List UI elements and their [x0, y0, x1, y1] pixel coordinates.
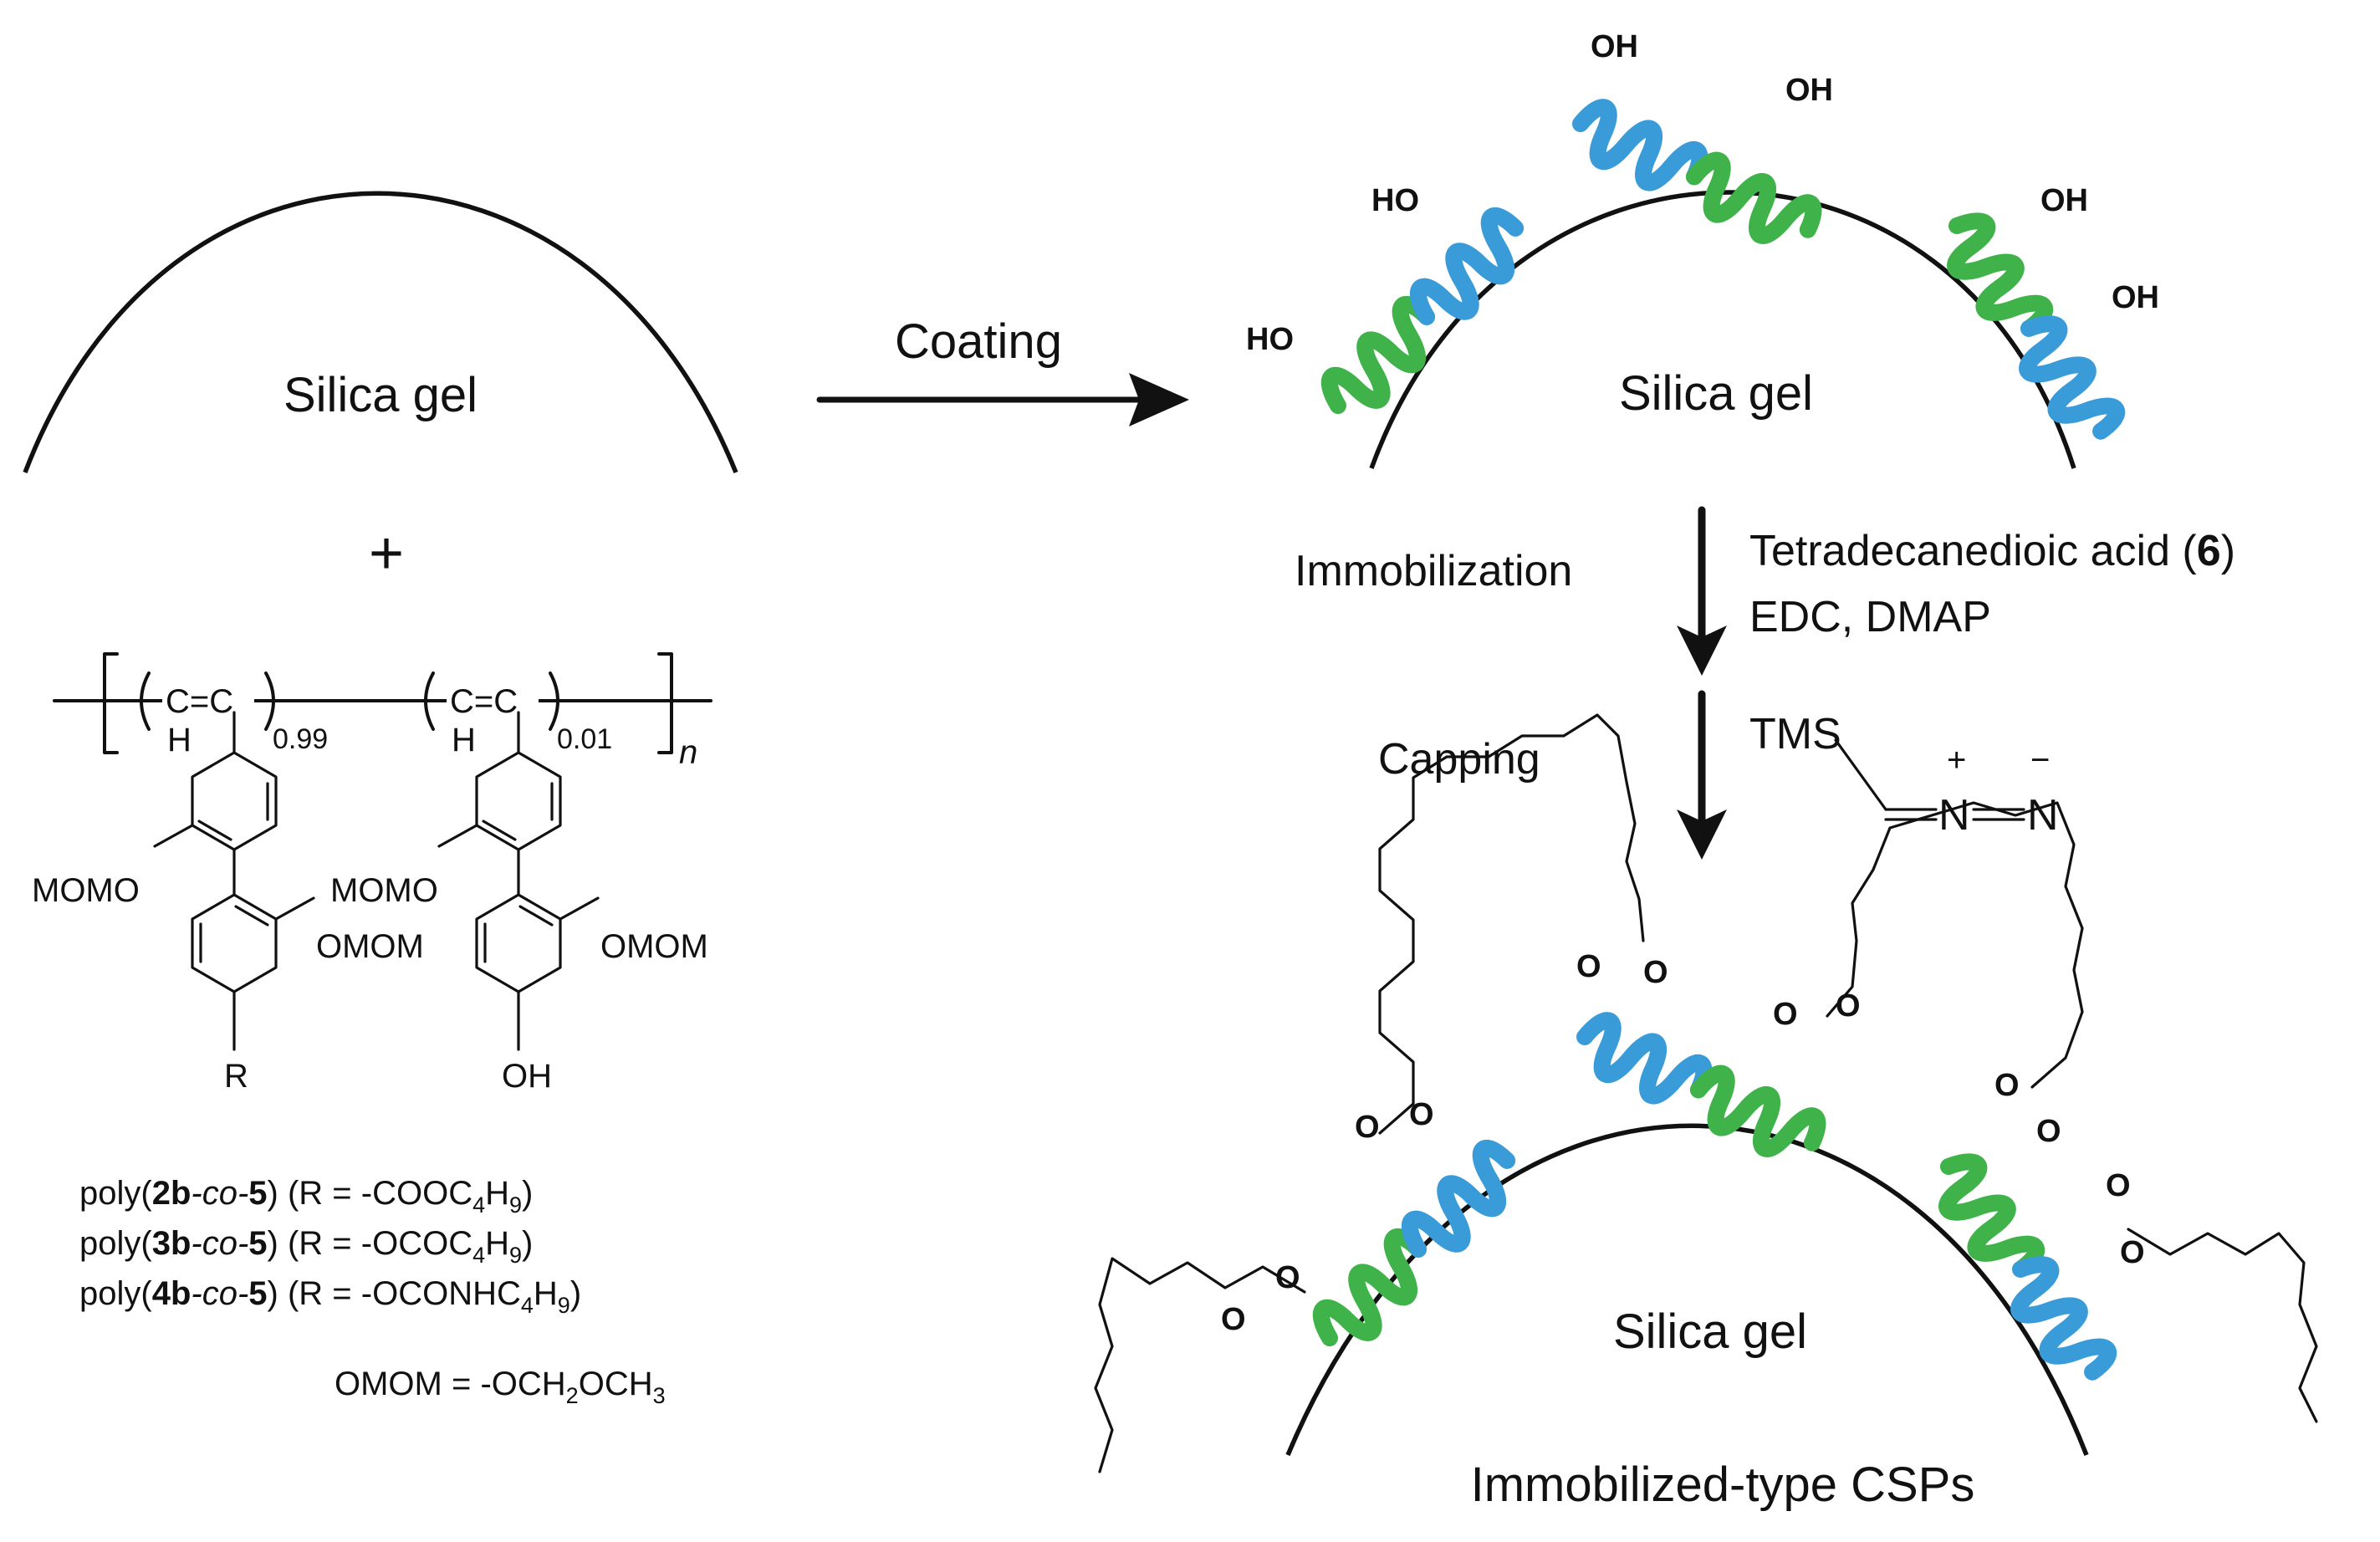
cap-o-left-carbonyl: O	[1221, 1302, 1246, 1337]
polymer-structure: n C=C H 0.99 C=C H 0.01 MOMO OMOM R	[32, 652, 712, 1095]
immobilization-arrow-head	[1677, 625, 1727, 676]
plus-charge: +	[1947, 742, 1966, 779]
c-n-double-bond	[1884, 808, 1938, 821]
ester-o-top-link: O	[1576, 949, 1601, 984]
capping-label: Capping	[1378, 735, 1540, 784]
helix-coated-top	[1570, 101, 1818, 253]
tms-bond	[1834, 738, 1887, 811]
silica-arc	[23, 191, 738, 474]
coated-silica-label: Silica gel	[1619, 366, 1813, 421]
paren-left-2	[424, 671, 435, 731]
upper-ring-1	[191, 751, 278, 851]
reagent-line-2: EDC, DMAP	[1749, 593, 1991, 641]
ester-o-right-link: O	[2036, 1114, 2061, 1149]
unit2-cc: C=C	[450, 683, 518, 720]
coating-step: Coating	[816, 314, 1189, 426]
compound-3b: poly(3b-co-5) (R = -OCOC4H9)	[79, 1225, 533, 1268]
silica-gel-label: Silica gel	[283, 368, 478, 422]
crosslink-chain-right	[1826, 801, 2084, 1089]
momo-1: MOMO	[32, 872, 140, 909]
omom-definition: OMOM = -OCH2OCH3	[335, 1366, 666, 1408]
immobilization-step: Immobilization Tetradecanedioic acid (6)…	[1295, 506, 2235, 676]
coated-silica-arc	[1369, 190, 2076, 469]
ester-o-top-right-link: O	[1773, 997, 1798, 1032]
helix-coated-left	[1320, 211, 1534, 424]
omom-2: OMOM	[600, 928, 708, 965]
compound-2b: poly(2b-co-5) (R = -COOC4H9)	[79, 1175, 533, 1218]
immobilization-label: Immobilization	[1295, 547, 1572, 595]
left-silica-particle: Silica gel	[23, 191, 738, 474]
capping-arrow-head	[1677, 809, 1727, 860]
helix-immob-left	[1312, 1143, 1525, 1356]
unit1-h: H	[167, 722, 192, 758]
momo-bond-1	[153, 824, 194, 848]
oh-group: OH	[502, 1058, 552, 1095]
outer-bracket-left	[103, 652, 119, 754]
omom-1: OMOM	[316, 928, 424, 965]
minus-charge: −	[2030, 742, 2050, 779]
unit2-h: H	[452, 722, 476, 758]
coated-silica: Silica gel HO HO OH OH OH OH	[1246, 29, 2159, 469]
cap-chain-left	[1094, 1257, 1306, 1473]
n-plus-atom: N	[1938, 791, 1970, 840]
ester-o-top-carbonyl: O	[1643, 955, 1668, 990]
ester-o-left-link: O	[1409, 1097, 1434, 1132]
reagent-line-1: Tetradecanedioic acid (6)	[1749, 527, 2235, 575]
coating-arrow-head	[1129, 373, 1189, 426]
unit1-fraction: 0.99	[273, 723, 328, 755]
unit2-fraction: 0.01	[557, 723, 612, 755]
helix-immob-top	[1574, 1014, 1822, 1166]
plus-sign: +	[369, 520, 404, 587]
oh-top-right: OH	[1785, 73, 1833, 108]
upper-ring-2	[475, 751, 562, 851]
outer-bracket-right	[657, 652, 673, 754]
unit1-cc: C=C	[166, 683, 233, 720]
helix-immob-right	[1928, 1152, 2112, 1386]
compound-list: poly(2b-co-5) (R = -COOC4H9) poly(3b-co-…	[79, 1175, 666, 1408]
momo-2: MOMO	[330, 872, 438, 909]
lower-ring-2	[475, 893, 562, 993]
immobilized-silica-label: Silica gel	[1613, 1305, 1807, 1359]
cap-chain-right	[2127, 1228, 2318, 1423]
paren-right-2	[549, 671, 559, 731]
r-group: R	[224, 1058, 248, 1095]
oh-right-upper: OH	[2040, 183, 2088, 218]
oh-top-left: OH	[1591, 29, 1638, 64]
paren-left-1	[140, 671, 151, 731]
lower-ring-1	[191, 893, 278, 993]
immobilized-silica: Silica gel O O O O O O O O O O O O Immob…	[1094, 713, 2318, 1512]
ester-o-right-carbonyl: O	[1994, 1068, 2020, 1103]
cap-o-left-link: O	[1275, 1260, 1300, 1295]
paren-right-1	[264, 671, 275, 731]
ester-o-left-carbonyl: O	[1355, 1110, 1380, 1145]
repeat-n: n	[679, 734, 697, 771]
ho-left-lower: HO	[1246, 322, 1294, 357]
ester-o-top-right-carbonyl: O	[1836, 988, 1861, 1024]
tms-label: TMS	[1749, 710, 1841, 758]
cap-o-right-carbonyl: O	[2106, 1168, 2131, 1203]
crosslink-chain-left	[1378, 713, 1645, 1135]
n-minus-atom: N	[2027, 791, 2059, 840]
immobilized-caption: Immobilized-type CSPs	[1471, 1458, 1975, 1512]
coating-label: Coating	[895, 314, 1062, 369]
ho-left-upper: HO	[1371, 183, 1419, 218]
compound-4b: poly(4b-co-5) (R = -OCONHC4H9)	[79, 1275, 581, 1318]
cap-o-right-link: O	[2120, 1235, 2145, 1270]
helix-coated-right	[1936, 212, 2121, 446]
capping-step: Capping TMS N + N −	[1378, 690, 2059, 860]
oh-right-lower: OH	[2112, 280, 2159, 315]
